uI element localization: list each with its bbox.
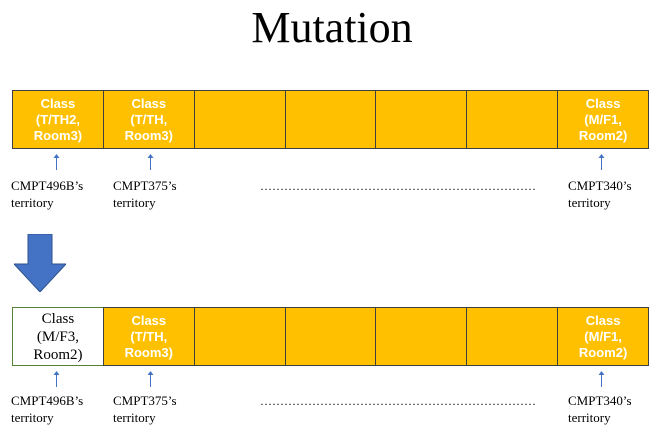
gene-cell-5 — [375, 307, 468, 366]
territory-label-cmpt375: CMPT375’s territory — [113, 393, 177, 425]
gene-cell-3 — [193, 90, 286, 149]
territory-label-cmpt496b: CMPT496B’s territory — [11, 393, 84, 425]
up-arrow-icon — [598, 371, 605, 387]
mutated-gene-cell: Class (M/F3, Room2) — [12, 307, 104, 366]
gene-cell-5 — [375, 90, 468, 149]
up-arrow-icon — [598, 154, 605, 170]
gene-cell-6 — [466, 90, 559, 149]
territory-label-cmpt496b: CMPT496B’s territory — [11, 178, 84, 210]
gene-cell-6 — [466, 307, 559, 366]
down-arrow-icon — [14, 234, 66, 292]
ellipsis-dots: …………………………………………………………… — [260, 394, 536, 408]
up-arrow-icon — [53, 154, 60, 170]
gene-cell-7: Class (M/F1, Room2) — [557, 307, 650, 366]
gene-cell-2: Class (T/TH, Room3) — [102, 90, 195, 149]
chromosome-before: Class (T/TH2, Room3) Class (T/TH, Room3)… — [12, 90, 650, 149]
territory-label-cmpt340: CMPT340’s territory — [568, 178, 632, 210]
diagram-title: Mutation — [251, 3, 413, 52]
territory-label-cmpt340: CMPT340’s territory — [568, 393, 632, 425]
up-arrow-icon — [147, 371, 154, 387]
gene-cell-3 — [193, 307, 286, 366]
territory-label-cmpt375: CMPT375’s territory — [113, 178, 177, 210]
up-arrow-icon — [53, 371, 60, 387]
gene-cell-4 — [284, 307, 377, 366]
gene-cell-1: Class (T/TH2, Room3) — [12, 90, 104, 149]
up-arrow-icon — [147, 154, 154, 170]
gene-cell-4 — [284, 90, 377, 149]
ellipsis-dots: …………………………………………………………… — [260, 179, 536, 193]
gene-cell-2: Class (T/TH, Room3) — [102, 307, 195, 366]
gene-cell-7: Class (M/F1, Room2) — [557, 90, 650, 149]
chromosome-after: Class (M/F3, Room2) Class (T/TH, Room3) … — [12, 307, 650, 366]
